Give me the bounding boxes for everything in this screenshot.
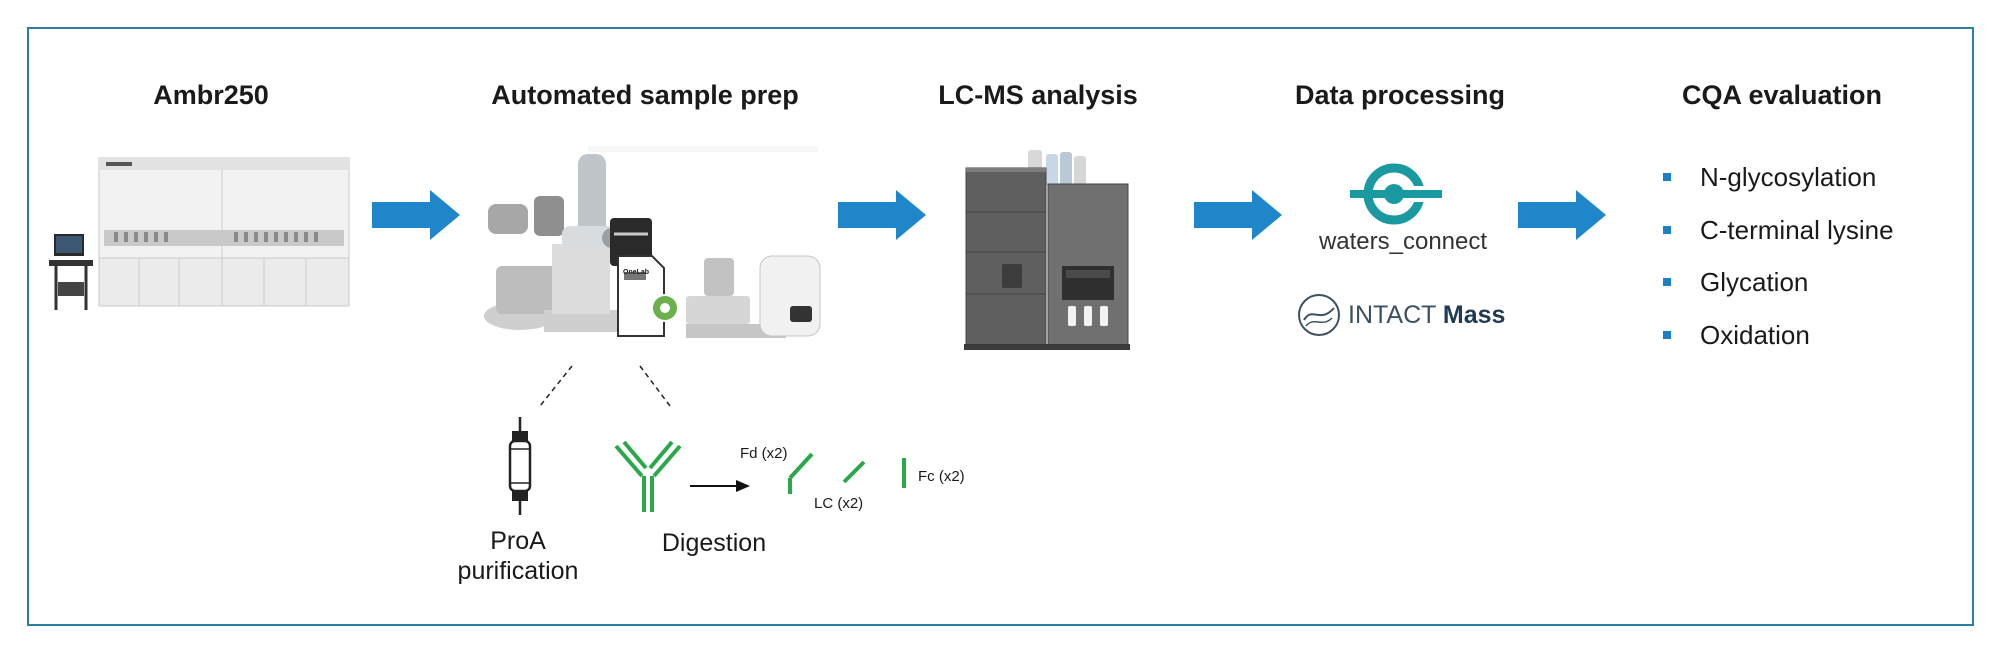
bullet-icon — [1663, 225, 1671, 234]
antibody-icon — [614, 440, 682, 512]
proa-purification-label: ProA purification — [457, 527, 579, 585]
fragment-fd — [788, 452, 814, 480]
intact-mass-brand: INTACT Mass — [1348, 301, 1505, 330]
bullet-icon — [1663, 278, 1671, 286]
flow-arrow-1 — [372, 190, 460, 240]
bullet-icon — [1663, 330, 1671, 339]
digestion-caption: Digestion — [661, 529, 767, 557]
cqa-attribute-list: N-glycosylation C-terminal lysine Glycat… — [1660, 160, 1894, 370]
sample-prep-robot-image: OneLab — [484, 146, 821, 338]
proa-purification-caption: ProA purification — [458, 527, 579, 586]
stage-title-ambr250: Ambr250 — [153, 80, 269, 110]
onelab-label: OneLab — [623, 269, 649, 276]
fragment-lc — [842, 460, 866, 484]
flow-arrow-4 — [1518, 190, 1606, 240]
fragment-lc-label: LC (x2) — [814, 495, 864, 512]
sample-prep-connector-lines — [539, 365, 671, 407]
intact-mass-label-bold: Mass — [1442, 301, 1506, 329]
stage-title-lcms: LC-MS analysis — [938, 80, 1138, 110]
stage-title-data-processing: Data processing — [1294, 80, 1506, 110]
proa-column-icon — [508, 417, 532, 515]
fragment-fc-label: Fc (x2) — [918, 468, 965, 485]
waters-connect-logo-icon — [1350, 163, 1446, 225]
diagram-frame — [27, 27, 1974, 626]
intact-mass-logo-icon — [1298, 294, 1340, 336]
bullet-icon — [1663, 173, 1671, 181]
stage-title-sample-prep: Automated sample prep — [491, 80, 799, 110]
waters-connect-label: waters_connect — [1318, 228, 1488, 255]
cqa-item-c-terminal-lysine: C-terminal lysine — [1660, 213, 1894, 266]
lcms-instrument-image — [964, 150, 1130, 350]
cqa-item-n-glycosylation: N-glycosylation — [1660, 160, 1894, 213]
cqa-item-glycation: Glycation — [1660, 265, 1894, 318]
fragment-fd-label: Fd (x2) — [740, 445, 788, 462]
cqa-item-oxidation: Oxidation — [1660, 318, 1894, 371]
stage-title-cqa: CQA evaluation — [1681, 80, 1883, 110]
antibody-fragments-icon — [788, 452, 906, 494]
flow-arrow-3 — [1194, 190, 1282, 240]
flow-arrow-2 — [838, 190, 926, 240]
digestion-arrow — [690, 480, 750, 492]
ambr250-instrument-image — [49, 157, 350, 310]
intact-mass-label-prefix: INTACT — [1348, 301, 1443, 329]
